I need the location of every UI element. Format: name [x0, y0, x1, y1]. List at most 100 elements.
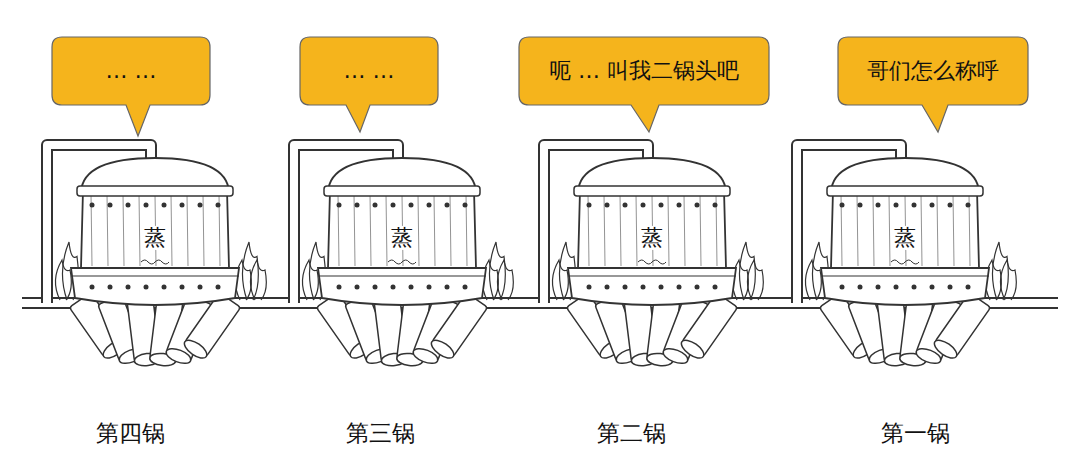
bolt [198, 285, 203, 290]
base-band [568, 275, 736, 276]
rim-band [324, 186, 480, 196]
bolt [180, 203, 185, 208]
stave-line [203, 194, 204, 266]
stave-line [187, 194, 188, 266]
bolt [623, 285, 628, 290]
stave-line [434, 194, 435, 266]
bubble-text: … … [344, 58, 395, 84]
bolt [337, 285, 342, 290]
bolt [373, 285, 378, 290]
bolt [677, 203, 682, 208]
bolt [641, 285, 646, 290]
speech-bubble: … … [52, 37, 210, 105]
pot-body [328, 190, 476, 268]
bolt [858, 203, 863, 208]
stave-line [953, 194, 954, 266]
bolt [930, 203, 935, 208]
pot-body [81, 190, 229, 268]
stave-line [937, 194, 938, 266]
rim-band [827, 186, 983, 196]
stave-line [386, 194, 387, 266]
speech-bubble: … … [300, 37, 438, 105]
bolt [641, 203, 646, 208]
water-mark [891, 260, 919, 264]
bolt [876, 203, 881, 208]
bubble-text: 呃 … 叫我二锅头吧 [549, 58, 739, 84]
rim-band [574, 186, 730, 196]
bolt [623, 203, 628, 208]
bolt [427, 285, 432, 290]
pot-base [568, 268, 736, 305]
stave-line [700, 194, 701, 266]
still-pot [302, 158, 513, 367]
bolt [587, 285, 592, 290]
stave-line [450, 194, 451, 266]
bolt [391, 203, 396, 208]
pot-base [71, 268, 239, 305]
bolt [445, 203, 450, 208]
bolt [198, 203, 203, 208]
bolt [659, 203, 664, 208]
rim-band [77, 186, 233, 196]
pot-base [821, 268, 989, 305]
bolt [713, 203, 718, 208]
bolt [216, 285, 221, 290]
speech-bubble: 哥们怎么称呼 [838, 37, 1028, 105]
bolt [695, 203, 700, 208]
bolt [858, 285, 863, 290]
bolt [355, 203, 360, 208]
base-band [71, 275, 239, 276]
bolt [373, 203, 378, 208]
stave-line [921, 194, 922, 266]
flame [992, 242, 1008, 300]
base-band [821, 275, 989, 276]
bolt [713, 285, 718, 290]
bolt [162, 285, 167, 290]
pot-body [578, 190, 726, 268]
stave-line [620, 194, 621, 266]
speech-bubble: 呃 … 叫我二锅头吧 [519, 37, 769, 105]
pot-label: 第二锅 [597, 421, 666, 446]
bolt [445, 285, 450, 290]
flame [739, 242, 755, 300]
bolt [162, 203, 167, 208]
bolt [144, 203, 149, 208]
water-mark [388, 260, 416, 264]
water-mark [141, 260, 169, 264]
still-pot [805, 158, 1016, 367]
bolt [427, 203, 432, 208]
bolt [659, 285, 664, 290]
pot-base [318, 268, 486, 305]
pot-character: 蒸 [892, 226, 918, 250]
bolt [337, 203, 342, 208]
bolt [876, 285, 881, 290]
bolt [948, 285, 953, 290]
water-mark [638, 260, 666, 264]
bolt [605, 203, 610, 208]
stave-line [636, 194, 637, 266]
flame [242, 242, 258, 300]
flame [1000, 260, 1016, 300]
bolt [90, 203, 95, 208]
flame [489, 242, 505, 300]
flame [747, 260, 763, 300]
bolt [605, 285, 610, 290]
stave-line [370, 194, 371, 266]
pot-character: 蒸 [142, 226, 168, 250]
bolt [677, 285, 682, 290]
stave-line [668, 194, 669, 266]
bolt [144, 285, 149, 290]
bolt [695, 285, 700, 290]
bolt [216, 203, 221, 208]
flame [250, 260, 266, 300]
stave-line [171, 194, 172, 266]
bolt [912, 203, 917, 208]
bolt [930, 285, 935, 290]
still-pot [552, 158, 763, 367]
stave-line [873, 194, 874, 266]
base-band [318, 275, 486, 276]
bolt [108, 285, 113, 290]
bolt [126, 203, 131, 208]
bolt [409, 203, 414, 208]
stave-line [123, 194, 124, 266]
